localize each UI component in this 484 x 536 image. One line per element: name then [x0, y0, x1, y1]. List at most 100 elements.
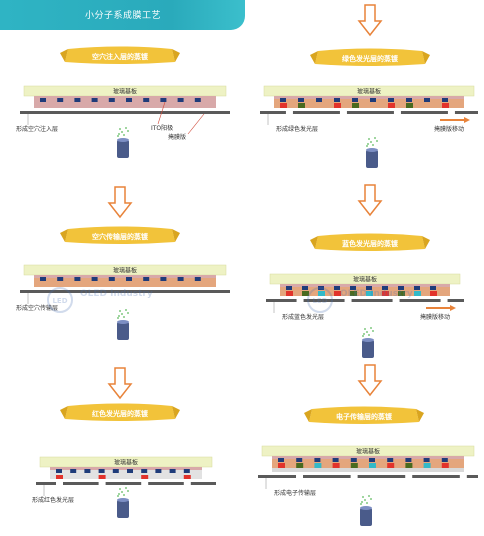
vapor-dot: [363, 333, 365, 335]
banner-fold-right: [422, 51, 430, 64]
emitter-subpixel: [382, 291, 389, 296]
ito-pixel: [405, 458, 412, 462]
ito-label: ITO阳极: [151, 124, 173, 132]
red-emitter: [183, 475, 191, 479]
watermark-text: OLED Industry: [80, 289, 153, 299]
ito-pixel: [352, 98, 358, 102]
arrow-right-icon: [440, 117, 470, 123]
crucible: [117, 322, 129, 340]
banner-label: 蓝色发光层的蒸镀: [342, 239, 399, 248]
emitter-subpixel: [405, 463, 413, 468]
ito-pixel: [108, 98, 115, 102]
vapor-dot: [374, 137, 376, 139]
ito-pixel: [280, 98, 286, 102]
vapor-dot: [360, 503, 362, 505]
ito-pixel: [160, 98, 167, 102]
vapor-dot: [119, 488, 121, 490]
vapor-dot: [370, 498, 372, 500]
banner-fold-right: [172, 49, 180, 62]
vapor-dot: [127, 130, 129, 132]
vapor-dot: [368, 138, 370, 140]
banner-label: 红色发光层的蒸镀: [92, 409, 149, 418]
shadow-mask: [266, 299, 464, 302]
vapor-dot: [118, 133, 120, 135]
ito-pixel: [57, 98, 64, 102]
evaporation-source-icon: [117, 309, 129, 340]
ito-pixel: [177, 277, 184, 281]
mask-opening: [98, 482, 106, 485]
ito-pixel: [56, 469, 62, 473]
glass-label: 玻璃基板: [353, 276, 377, 284]
ito-pixel: [370, 98, 376, 102]
evaporation-source-icon: [360, 495, 372, 526]
ito-pixel: [91, 98, 98, 102]
ito-pixel: [126, 277, 132, 281]
ito-pixel: [388, 98, 394, 102]
vapor-dot: [366, 331, 368, 333]
emitter-subpixel: [350, 463, 358, 468]
emitter-subpixel: [280, 103, 287, 108]
ito-pixel: [160, 277, 167, 281]
hil-layer: [272, 456, 464, 459]
ito-pixel: [296, 458, 303, 462]
crucible-top: [117, 498, 129, 502]
hil-layer: [280, 284, 450, 287]
crucible-top: [366, 148, 378, 152]
ito-pixel: [112, 469, 119, 473]
ito-pixel: [302, 286, 308, 290]
etl-layer: [272, 468, 464, 472]
emitter-subpixel: [423, 463, 431, 468]
step-banner: 空穴注入层的蒸镀: [60, 46, 180, 64]
banner-fold-right: [172, 229, 180, 242]
ito-pixel: [430, 286, 436, 290]
emitter-subpixel: [398, 291, 405, 296]
ito-pixel: [278, 458, 284, 462]
banner-fold-right: [416, 409, 424, 422]
ito-pixel: [332, 458, 339, 462]
hil-layer: [34, 275, 216, 278]
vapor-dot: [117, 495, 119, 497]
down-arrow-icon: [357, 4, 383, 37]
ito-pixel: [314, 458, 321, 462]
vapor-dot: [368, 334, 370, 336]
mask-opening: [56, 482, 63, 485]
ito-pixel: [194, 277, 201, 281]
ito-pixel: [57, 277, 64, 281]
ito-pixel: [74, 277, 81, 281]
red-emitter: [98, 475, 106, 479]
layer-label: 形成空穴传输层: [16, 304, 58, 312]
vapor-dot: [123, 494, 125, 496]
vapor-dot: [370, 141, 372, 143]
ito-pixel: [40, 277, 46, 281]
ito-pixel: [84, 469, 91, 473]
emitter-subpixel: [296, 463, 304, 468]
glass-label: 玻璃基板: [357, 88, 381, 96]
emitter-subpixel: [387, 463, 395, 468]
banner-ribbon: [315, 48, 425, 66]
banner-fold-left: [304, 409, 312, 422]
crucible-top: [117, 138, 129, 142]
ito-pixel: [423, 458, 430, 462]
mask-opening: [392, 299, 400, 302]
banner-fold-left: [60, 406, 68, 419]
mask-opening: [405, 475, 413, 478]
vapor-dot: [121, 131, 123, 133]
vapor-dot: [125, 309, 127, 311]
mask-opening: [440, 299, 448, 302]
mask-opening: [447, 111, 455, 114]
ito-pixel: [350, 286, 356, 290]
ito-pixel: [382, 286, 388, 290]
banner-fold-left: [60, 229, 68, 242]
glass-label: 玻璃基板: [356, 448, 380, 456]
banner-ribbon: [65, 46, 175, 64]
vapor-dot: [119, 128, 121, 130]
emitter-subpixel: [441, 463, 449, 468]
layer-label: 形成空穴注入层: [16, 125, 58, 133]
vapor-dot: [118, 493, 120, 495]
evaporation-source-icon: [362, 327, 374, 358]
emitter-subpixel: [369, 463, 376, 468]
title-banner: 小分子系成膜工艺: [0, 0, 245, 30]
glass-label: 玻璃基板: [113, 267, 137, 275]
ito-pixel: [143, 277, 150, 281]
